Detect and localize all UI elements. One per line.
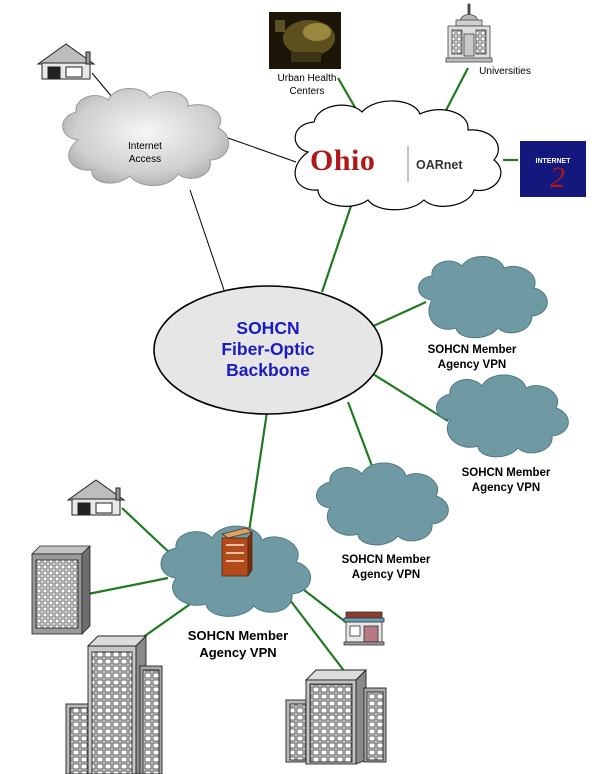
oarnet-logo-text: OARnet [416, 158, 463, 172]
universities-label: Universities [479, 66, 531, 77]
link-backbone-vpn4 [245, 411, 269, 546]
vpn-cloud-3 [316, 462, 449, 546]
vpn-label-4: SOHCN Member Agency VPN [168, 627, 308, 661]
vpn-label-4-line-2: Agency VPN [199, 645, 277, 660]
vpn-label-4-line-1: SOHCN Member [187, 628, 289, 643]
urban-health-line-1: Urban Health [277, 73, 337, 84]
vpn-label-3-line-1: SOHCN Member [341, 554, 431, 566]
vpn-label-1-line-2: Agency VPN [437, 359, 507, 371]
link-vpn4-office [87, 576, 169, 596]
link-internet-backbone [189, 189, 225, 291]
backbone-line-3: Backbone [226, 360, 310, 380]
internet-access-line-1: Internet [128, 141, 162, 152]
office-building-icon [31, 545, 91, 635]
apartment-building-icon [285, 668, 387, 765]
university-building-icon [445, 3, 493, 63]
internet2-logo: INTERNET 2 [520, 141, 586, 197]
urban-health-label: Urban Health Centers [272, 72, 342, 98]
link-backbone-vpn2 [372, 373, 449, 422]
vpn-label-2-line-2: Agency VPN [471, 482, 541, 494]
link-backbone-vpn1 [368, 300, 427, 330]
vpn-cloud-2 [436, 374, 569, 458]
link-internet-oarnet [227, 137, 297, 163]
vpn-label-3: SOHCN Member Agency VPN [326, 553, 446, 583]
store-icon [343, 611, 385, 646]
link-vpn4-home [121, 507, 173, 556]
backbone-line-2: Fiber-Optic [221, 339, 315, 359]
house-icon [66, 479, 126, 516]
vpn-label-1-line-1: SOHCN Member [427, 344, 517, 356]
tower-building-icon [65, 634, 163, 774]
router-icon [221, 527, 253, 578]
link-vpn4-building [289, 599, 349, 677]
vpn-label-3-line-2: Agency VPN [351, 569, 421, 581]
vpn-label-2-line-1: SOHCN Member [461, 467, 551, 479]
internet2-text: INTERNET [535, 158, 571, 165]
link-vpn4-store [303, 589, 348, 624]
oarnet-cloud [294, 100, 502, 211]
link-oarnet-backbone [320, 199, 355, 293]
internet-access-line-2: Access [128, 154, 162, 165]
urban-health-photo [269, 12, 341, 69]
backbone-label: SOHCN Fiber-Optic Backbone [180, 318, 356, 381]
vpn-label-1: SOHCN Member Agency VPN [412, 343, 532, 373]
urban-health-line-2: Centers [289, 86, 325, 97]
backbone-line-1: SOHCN [236, 318, 300, 338]
internet-access-label: Internet Access [110, 140, 180, 166]
internet2-numeral: 2 [550, 161, 565, 194]
vpn-label-2: SOHCN Member Agency VPN [446, 466, 566, 496]
internet-access-cloud [62, 88, 230, 186]
ohio-logo-text: Ohio [310, 144, 376, 177]
house-icon [36, 43, 96, 80]
backbone-ellipse [153, 285, 383, 415]
vpn-cloud-1 [418, 256, 548, 339]
